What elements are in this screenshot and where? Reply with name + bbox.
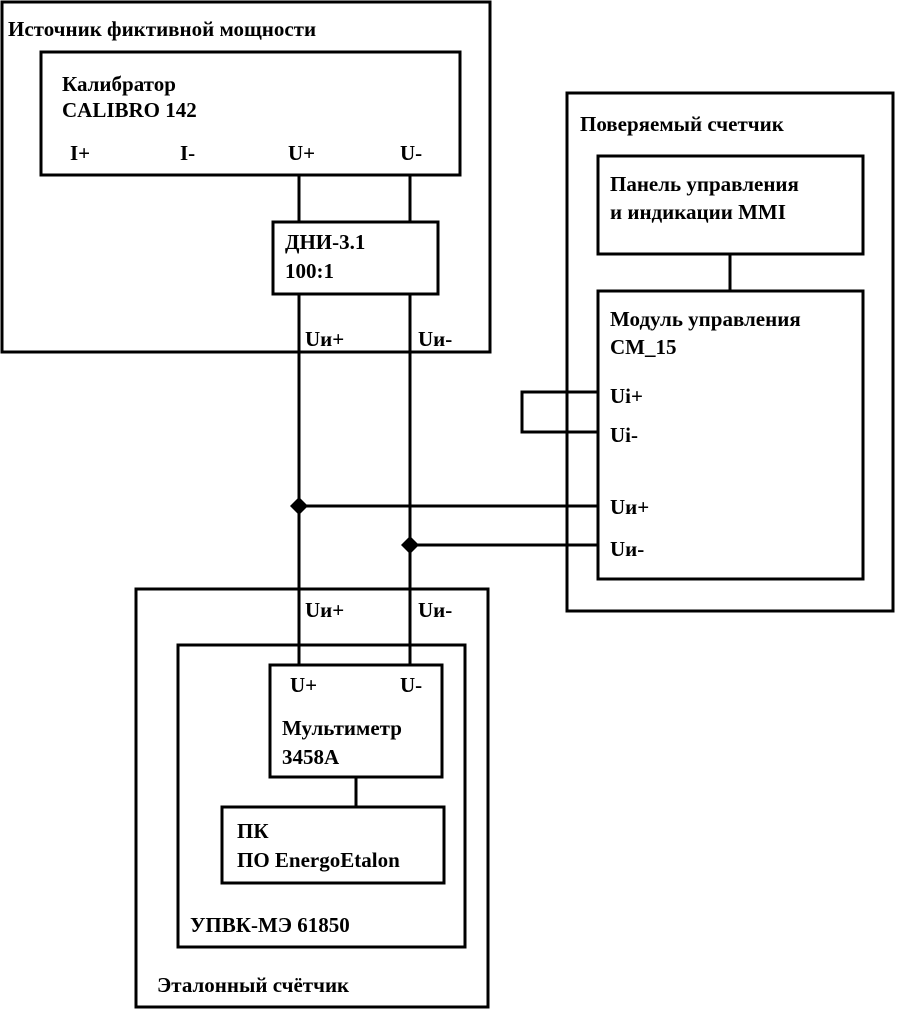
reference-meter-group: Uи+ Uи- Эталонный счётчик УПВК-МЭ 61850 … xyxy=(134,587,490,1009)
control-module-terminal-un-minus: Uи- xyxy=(610,537,644,561)
reference-in-label-plus: Uи+ xyxy=(305,598,344,622)
control-module-terminal-ui-minus: Ui- xyxy=(610,423,638,447)
divider-name-line1: ДНИ-3.1 xyxy=(285,230,365,254)
junction-node-plus xyxy=(290,497,308,515)
junction-node-minus xyxy=(401,536,419,554)
calibrator-terminal-i-minus: I- xyxy=(180,141,195,165)
pc-line1: ПК xyxy=(237,819,269,843)
divider-name-line2: 100:1 xyxy=(285,259,334,283)
upvk-title: УПВК-МЭ 61850 xyxy=(190,913,350,937)
multimeter-name-line2: 3458A xyxy=(282,745,340,769)
reference-title: Эталонный счётчик xyxy=(157,973,350,997)
calibrator-terminal-i-plus: I+ xyxy=(70,141,90,165)
meter-under-test-title: Поверяемый счетчик xyxy=(580,112,785,136)
mmi-panel-line2: и индикации MMI xyxy=(610,200,786,224)
calibrator-name-line2: CALIBRO 142 xyxy=(62,98,197,122)
mmi-panel-line1: Панель управления xyxy=(610,172,799,196)
source-out-label-plus: Uи+ xyxy=(305,327,344,351)
reference-in-label-minus: Uи- xyxy=(418,598,452,622)
source-title: Источник фиктивной мощности xyxy=(8,17,316,41)
multimeter-terminal-u-plus: U+ xyxy=(290,673,317,697)
control-module-box xyxy=(596,289,865,581)
pc-box xyxy=(220,805,446,885)
divider-box xyxy=(271,220,440,296)
source-group: Источник фиктивной мощности Калибратор C… xyxy=(0,0,492,354)
control-module-terminal-un-plus: Uи+ xyxy=(610,495,649,519)
meter-under-test-group: Поверяемый счетчик Панель управления и и… xyxy=(565,91,895,613)
calibrator-box xyxy=(39,50,462,177)
pc-line2: ПО EnergoEtalon xyxy=(237,848,400,872)
calibrator-terminal-u-minus: U- xyxy=(400,141,422,165)
wire-ui-jumper xyxy=(520,390,598,434)
source-out-label-minus: Uи- xyxy=(418,327,452,351)
wires xyxy=(290,175,732,807)
multimeter-terminal-u-minus: U- xyxy=(400,673,422,697)
multimeter-name-line1: Мультиметр xyxy=(282,716,402,740)
calibrator-name-line1: Калибратор xyxy=(62,72,176,96)
control-module-line2: CM_15 xyxy=(610,335,677,359)
control-module-line1: Модуль управления xyxy=(610,307,801,331)
calibrator-terminal-u-plus: U+ xyxy=(288,141,315,165)
control-module-terminal-ui-plus: Ui+ xyxy=(610,384,643,408)
